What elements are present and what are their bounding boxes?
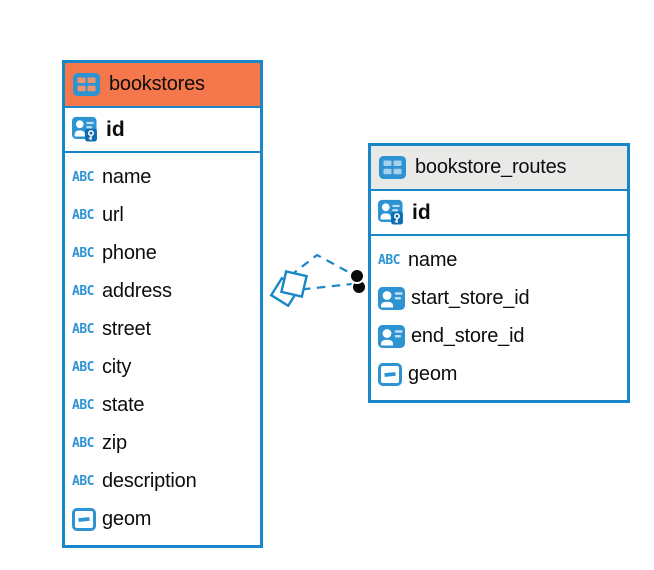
column-row[interactable]: ABC description [65, 462, 260, 500]
text-type-icon: ABC [72, 245, 94, 261]
column-label: end_store_id [411, 324, 525, 347]
column-label: id [106, 117, 125, 141]
relationship-source-marker-diamonds[interactable] [269, 269, 309, 308]
column-label: city [102, 355, 132, 378]
column-row[interactable]: geom [371, 355, 627, 393]
column-label: geom [102, 507, 152, 530]
text-type-icon: ABC [72, 169, 94, 185]
column-row[interactable]: ABC city [65, 348, 260, 386]
column-label: street [102, 317, 151, 340]
relationship-target-marker-dots[interactable] [349, 268, 367, 295]
column-row[interactable]: ABC name [371, 241, 627, 279]
column-label: description [102, 469, 197, 492]
column-label: start_store_id [411, 286, 530, 309]
primary-key-icon [72, 114, 99, 146]
geometry-type-icon [72, 507, 96, 531]
column-row-pk[interactable]: id [65, 108, 260, 153]
reference-type-icon [378, 286, 405, 310]
text-type-icon: ABC [72, 359, 94, 375]
table-icon [379, 156, 406, 179]
column-label: state [102, 393, 145, 416]
column-row[interactable]: geom [65, 500, 260, 538]
column-row[interactable]: ABC url [65, 196, 260, 234]
column-row-pk[interactable]: id [371, 191, 627, 236]
column-row[interactable]: ABC name [65, 158, 260, 196]
table-bookstore-routes[interactable]: bookstore_routes id ABC [368, 143, 630, 403]
column-row[interactable]: ABC phone [65, 234, 260, 272]
text-type-icon: ABC [72, 207, 94, 223]
column-label: geom [408, 362, 458, 385]
text-type-icon: ABC [72, 283, 94, 299]
column-list: ABC name ABC url ABC phone ABC address A… [65, 153, 260, 545]
column-list: ABC name start_store_id [371, 236, 627, 400]
column-row[interactable]: ABC address [65, 272, 260, 310]
text-type-icon: ABC [72, 397, 94, 413]
column-label: url [102, 203, 124, 226]
column-row[interactable]: ABC state [65, 386, 260, 424]
column-row[interactable]: end_store_id [371, 317, 627, 355]
text-type-icon: ABC [72, 321, 94, 337]
primary-key-icon [378, 197, 405, 229]
table-header-bookstore-routes[interactable]: bookstore_routes [371, 146, 627, 191]
geometry-type-icon [378, 362, 402, 386]
table-header-bookstores[interactable]: bookstores [65, 63, 260, 108]
column-label: zip [102, 431, 127, 454]
column-label: id [412, 200, 431, 224]
column-row[interactable]: ABC zip [65, 424, 260, 462]
column-row[interactable]: start_store_id [371, 279, 627, 317]
column-label: address [102, 279, 172, 302]
text-type-icon: ABC [378, 252, 400, 268]
table-icon [73, 73, 100, 96]
column-label: phone [102, 241, 157, 264]
text-type-icon: ABC [72, 435, 94, 451]
table-title: bookstores [109, 73, 205, 95]
table-title: bookstore_routes [415, 156, 567, 178]
table-bookstores[interactable]: bookstores id ABC [62, 60, 263, 548]
column-row[interactable]: ABC street [65, 310, 260, 348]
column-label: name [102, 165, 152, 188]
relationship-line-lower [286, 282, 353, 293]
text-type-icon: ABC [72, 473, 94, 489]
reference-type-icon [378, 324, 405, 348]
relationship-line-upper [289, 253, 353, 277]
column-label: name [408, 248, 458, 271]
